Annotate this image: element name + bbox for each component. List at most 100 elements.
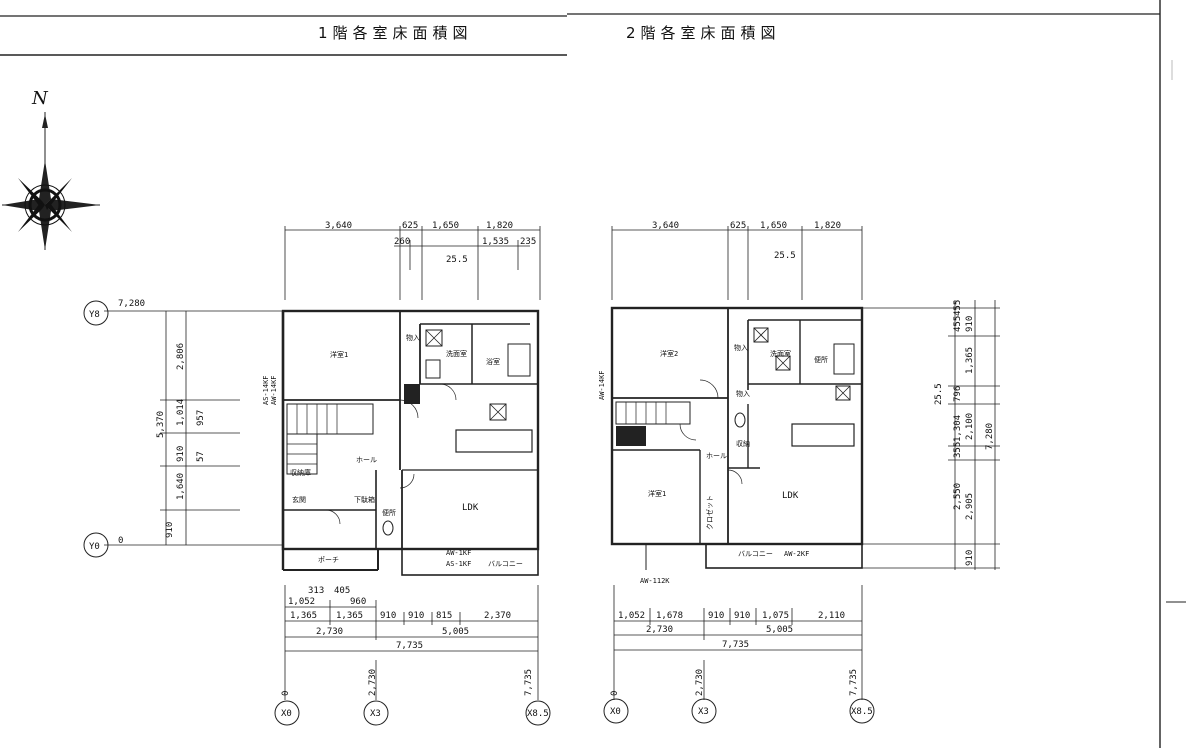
f2-room-toilet: 便所 <box>814 355 828 364</box>
f1-left-total: 5,370 <box>156 411 166 438</box>
f1-top-dim-3: 1,650 <box>432 221 459 231</box>
f1-bottom-dim-c: 1,052 <box>288 597 315 607</box>
f1-bottom-dim-7: 2,730 <box>316 627 343 637</box>
f1-room-balcony: バルコニー <box>488 560 523 568</box>
f1-bottom-dim-1: 1,365 <box>290 611 317 621</box>
f2-room-ldk: LDK <box>782 491 799 501</box>
f2-right-dim-10: 2,100 <box>965 413 975 440</box>
f2-axis-value-2: 2,730 <box>695 669 705 696</box>
f1-y8-value: 7,280 <box>118 299 145 309</box>
f1-y0-value: 0 <box>118 536 123 546</box>
f1-bottom-dim-4: 910 <box>408 611 424 621</box>
f1-top-dim-5: 260 <box>394 237 410 247</box>
f1-room-shoebox: 下駄箱 <box>354 495 375 504</box>
f2-right-slope: 25.5 <box>934 383 944 405</box>
f1-window-label-1: AS-14KF <box>262 375 270 405</box>
floor2-text: 3,640 625 1,650 1,820 25.5 AW-14KF 洋室2 物… <box>598 221 995 717</box>
f1-top-dim-4: 1,820 <box>486 221 513 231</box>
f1-room-hall: ホール <box>356 456 377 464</box>
f1-left-dim-1: 2,806 <box>176 343 186 370</box>
f1-bottom-dim-2: 1,365 <box>336 611 363 621</box>
f1-bottom-dim-6: 2,370 <box>484 611 511 621</box>
f1-left-dim-7: 910 <box>165 522 175 538</box>
f2-window-label: AW-14KF <box>598 370 606 400</box>
f2-right-dim-7: 355 <box>953 442 963 458</box>
f1-bottom-dim-a: 313 <box>308 586 324 596</box>
f2-bottom-dim-2: 1,678 <box>656 611 683 621</box>
f2-right-dim-11: 2,905 <box>965 493 975 520</box>
f2-room-storage2: 物入 <box>736 389 750 398</box>
f1-axis-marker-2: X3 <box>370 709 381 719</box>
f1-bottom-dim-b: 405 <box>334 586 350 596</box>
f2-bottom-window: AW-112K <box>640 577 670 585</box>
f1-left-dim-2: 1,014 <box>176 399 186 426</box>
f2-bottom-dim-6: 2,110 <box>818 611 845 621</box>
f2-right-dim-3: 910 <box>965 316 975 332</box>
f2-axis-value-3: 7,735 <box>849 669 859 696</box>
floor1-title: 1階各室床面積図 <box>318 24 473 42</box>
f1-bottom-dim-d: 960 <box>350 597 366 607</box>
north-compass-icon: N <box>2 88 100 250</box>
f1-y8-marker: Y8 <box>89 310 100 320</box>
f2-room-storage1: 物入 <box>734 343 748 352</box>
f2-right-dim-6: 1,304 <box>953 415 963 442</box>
f1-top-dim-2: 625 <box>402 221 418 231</box>
floor1-plan <box>83 226 551 726</box>
f2-right-dim-4: 1,365 <box>965 347 975 374</box>
f1-slope: 25.5 <box>446 255 468 265</box>
f2-right-dim-9: 910 <box>965 550 975 566</box>
f2-balcony-label: AW-2KF <box>784 550 809 558</box>
f1-top-dim-1: 3,640 <box>325 221 352 231</box>
f1-left-dim-3: 957 <box>196 410 206 426</box>
f2-bottom-dim-3: 910 <box>708 611 724 621</box>
f2-right-total: 7,280 <box>985 423 995 450</box>
f2-axis-marker-2: X3 <box>698 707 709 717</box>
f1-window-label-2: AW-14KF <box>270 375 278 405</box>
f2-right-dim-5: 796 <box>953 386 963 402</box>
f2-top-dim-1: 3,640 <box>652 221 679 231</box>
f2-top-dim-3: 1,650 <box>760 221 787 231</box>
f2-bottom-dim-5: 1,075 <box>762 611 789 621</box>
north-label: N <box>31 88 49 109</box>
f2-bottom-dim-1: 1,052 <box>618 611 645 621</box>
f2-room-washroom: 洗面室 <box>770 349 791 358</box>
f1-room-storage1: 物入 <box>406 333 420 342</box>
f2-axis-value-1: 0 <box>610 691 620 696</box>
f1-axis-value-2: 2,730 <box>368 669 378 696</box>
f2-slope: 25.5 <box>774 251 796 261</box>
f2-axis-marker-1: X0 <box>610 707 621 717</box>
f1-left-dim-4: 910 <box>176 446 186 462</box>
f2-right-dim-1: 455 <box>953 300 963 316</box>
f1-axis-value-3: 7,735 <box>524 669 534 696</box>
f2-bottom-dim-7: 2,730 <box>646 625 673 635</box>
f1-y0-marker: Y0 <box>89 542 100 552</box>
f2-room-hall: ホール <box>706 452 727 460</box>
f1-room-porch: ポーチ <box>318 556 339 564</box>
f1-bottom-dim-8: 5,005 <box>442 627 469 637</box>
f1-bottom-label-1: AW-1KF <box>446 549 471 557</box>
f1-bottom-label-2: AS-1KF <box>446 560 471 568</box>
f2-room-balcony: バルコニー <box>738 550 773 558</box>
floor2-title: 2階各室床面積図 <box>626 24 781 42</box>
f1-axis-marker-3: X8.5 <box>527 709 549 719</box>
f1-top-dim-6: 1,535 <box>482 237 509 247</box>
f2-bottom-dim-8: 5,005 <box>766 625 793 635</box>
f2-right-dim-8: 2,550 <box>953 483 963 510</box>
f1-room-western1: 洋室1 <box>330 350 348 359</box>
f1-axis-marker-1: X0 <box>281 709 292 719</box>
f1-room-entrance: 玄関 <box>292 495 306 504</box>
f1-bottom-dim-5: 815 <box>436 611 452 621</box>
f1-bottom-dim-3: 910 <box>380 611 396 621</box>
f2-axis-marker-3: X8.5 <box>851 707 873 717</box>
floor2-plan <box>603 226 1000 724</box>
f2-room-storage3: 収納 <box>736 439 750 448</box>
f1-room-washroom: 洗面室 <box>446 349 467 358</box>
f1-room-storage2: 収納庫 <box>290 468 311 477</box>
f1-room-toilet: 便所 <box>382 508 396 517</box>
f2-bottom-dim-4: 910 <box>734 611 750 621</box>
f2-room-closet: クロゼット <box>705 495 714 530</box>
f1-axis-value-1: 0 <box>281 691 291 696</box>
f2-room-western2: 洋室2 <box>660 349 678 358</box>
f2-top-dim-2: 625 <box>730 221 746 231</box>
